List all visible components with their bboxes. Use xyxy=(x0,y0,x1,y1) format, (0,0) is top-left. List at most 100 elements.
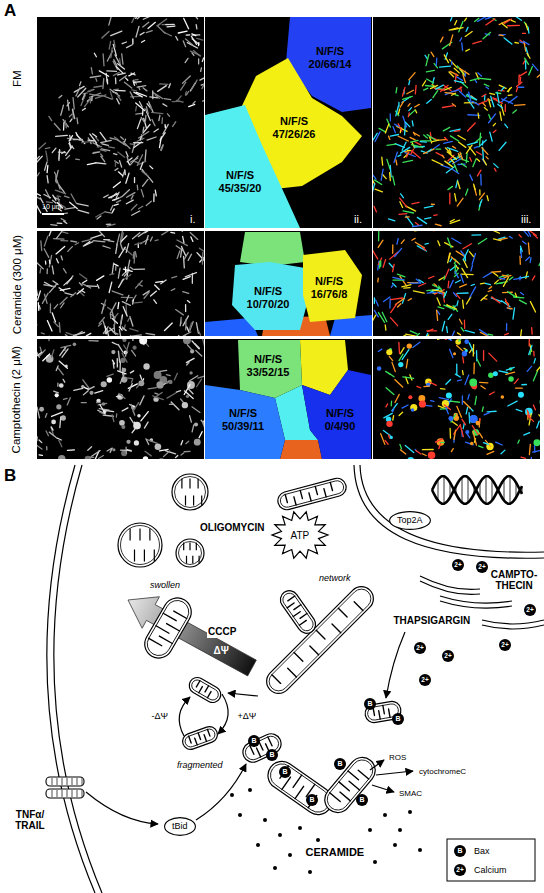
mito-signal xyxy=(189,323,192,331)
mito-signal xyxy=(183,339,191,344)
mito-signal xyxy=(434,284,436,286)
mito-signal xyxy=(137,86,146,87)
mito-signal xyxy=(478,239,486,244)
region-fill xyxy=(205,385,285,459)
mito-signal xyxy=(131,158,138,162)
mito-signal xyxy=(110,313,112,318)
label-holder: B xyxy=(266,749,278,761)
mito-signal xyxy=(484,413,489,415)
mito-signal xyxy=(58,455,65,459)
mito-signal xyxy=(171,232,175,234)
mito-signal xyxy=(172,101,180,103)
panel-index: iii. xyxy=(521,213,531,226)
arrow xyxy=(179,697,190,736)
potential-label: -ΔΨ xyxy=(151,711,170,721)
mito-signal xyxy=(462,419,465,424)
calcium-symbol: 2+ xyxy=(476,561,488,573)
mito-signal xyxy=(473,159,476,167)
mito-signal xyxy=(115,313,118,317)
label-holder: B xyxy=(4,466,16,486)
mito-signal xyxy=(399,213,407,215)
mito-signal xyxy=(508,307,512,309)
mito-signal xyxy=(70,119,72,122)
mito-signal xyxy=(46,201,52,203)
mito-signal xyxy=(407,343,412,348)
mito-signal xyxy=(387,159,390,169)
mito-signal xyxy=(143,339,145,341)
mito-signal xyxy=(448,416,453,421)
mito-signal xyxy=(111,206,113,211)
mito-signal xyxy=(136,113,142,115)
mito-signal xyxy=(468,123,476,131)
mito-signal xyxy=(101,154,103,156)
mito-signal xyxy=(465,375,469,385)
mito-signal xyxy=(470,78,479,80)
mito-signal xyxy=(388,136,389,139)
label-holder: B xyxy=(334,758,346,770)
label-holder: ROS xyxy=(388,753,407,762)
mito-signal xyxy=(457,406,462,417)
mito-signal xyxy=(143,179,148,186)
mito-signal xyxy=(511,20,515,22)
mito-signal xyxy=(126,377,133,379)
mito-signal xyxy=(453,169,459,173)
mito-signal xyxy=(532,276,535,280)
mito-signal xyxy=(397,274,404,277)
mito-signal xyxy=(37,287,38,295)
mito-signal xyxy=(487,196,488,201)
mito-signal xyxy=(471,284,474,285)
mito-signal xyxy=(118,268,120,278)
release-label: ROS xyxy=(388,753,407,762)
mito-signal xyxy=(412,121,414,126)
segment-region: N/F/S 0/4/90 xyxy=(302,370,371,459)
mito-signal xyxy=(140,162,143,169)
mito-signal xyxy=(196,17,198,19)
mito-signal xyxy=(531,328,533,335)
mito-signal xyxy=(146,439,149,445)
mito-signal xyxy=(462,371,464,375)
mito-signal xyxy=(111,193,117,198)
mito-signal xyxy=(44,194,50,197)
mito-signal xyxy=(469,379,477,387)
mito-signal xyxy=(447,152,456,160)
mito-signal xyxy=(126,295,129,301)
mito-signal xyxy=(54,124,60,131)
mito-signal xyxy=(120,161,122,167)
segment-region: N/F/S 10/70/20 xyxy=(232,262,308,330)
mito-signal xyxy=(501,450,505,454)
mito-signal xyxy=(466,407,467,414)
mito-signal xyxy=(463,244,471,249)
mito-signal xyxy=(378,231,380,241)
micrograph-ground xyxy=(373,17,540,228)
mito-signal xyxy=(449,193,450,204)
mito-signal xyxy=(426,70,434,72)
row-label: Ceramide (300 μM) xyxy=(11,234,24,333)
mito-signal xyxy=(76,159,80,161)
mito-signal xyxy=(422,246,426,250)
mito-signal xyxy=(505,124,508,128)
mito-signal xyxy=(403,211,414,213)
mito-signal xyxy=(190,322,193,331)
calcium-symbol: 2+ xyxy=(452,559,464,571)
mito-signal xyxy=(451,257,458,263)
calcium-symbol: 2+ xyxy=(419,674,431,686)
mito-signal xyxy=(76,88,80,96)
mito-signal xyxy=(122,339,126,342)
mito-signal xyxy=(130,156,138,165)
mito-signal xyxy=(45,261,47,264)
mito-signal xyxy=(78,210,89,213)
mito-signal xyxy=(474,184,476,190)
mito-signal xyxy=(426,54,429,65)
mito-signal xyxy=(40,241,42,251)
mito-signal xyxy=(459,142,466,147)
mito-signal xyxy=(451,449,453,452)
mito-signal xyxy=(137,119,141,129)
mito-signal xyxy=(197,379,202,387)
mito-signal xyxy=(402,405,408,408)
mito-signal xyxy=(147,440,157,444)
mito-signal xyxy=(154,129,158,132)
label-holder: i. xyxy=(190,213,196,226)
mito-signal xyxy=(410,404,417,411)
mito-signal xyxy=(44,236,47,246)
mito-signal xyxy=(102,305,104,313)
